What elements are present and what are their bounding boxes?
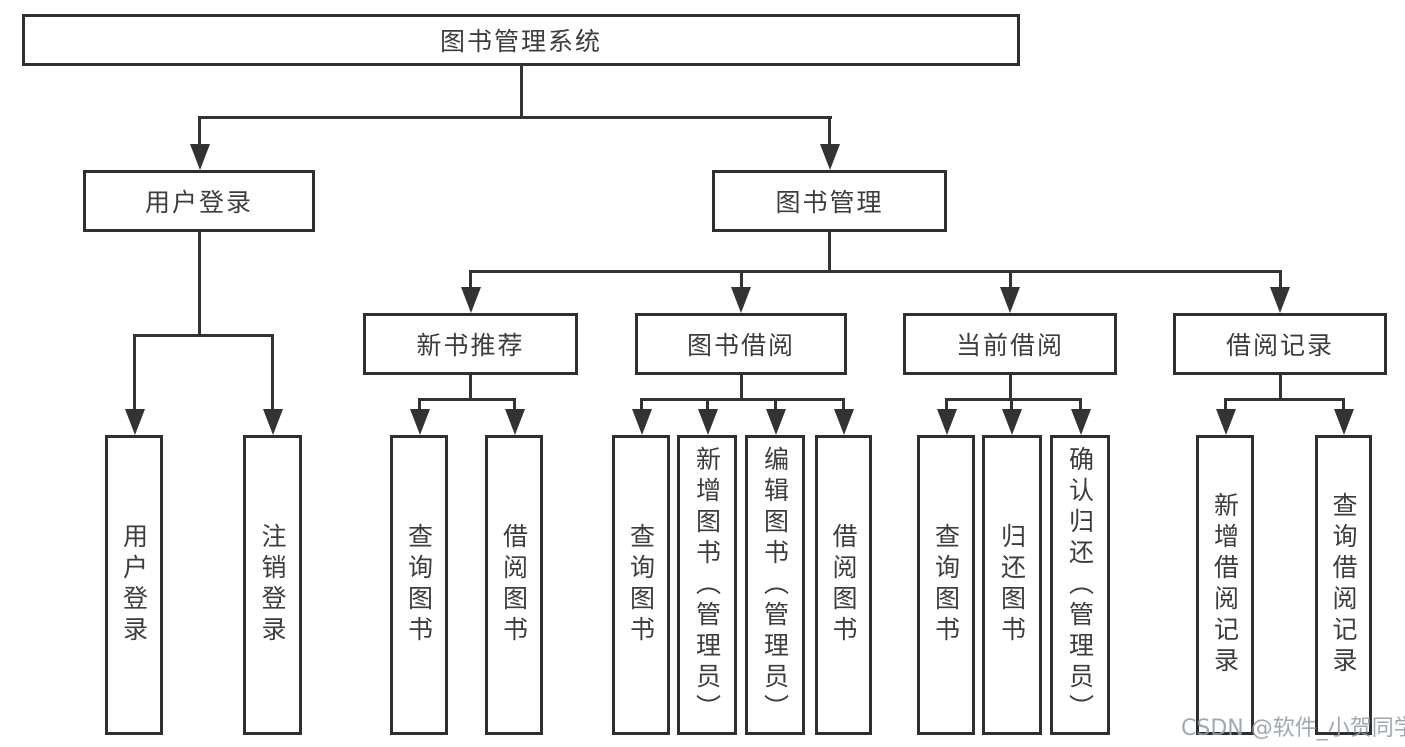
leaf-label: 借阅图书 <box>499 523 529 647</box>
node-leaf-rec-query-books: 查询图书 <box>390 435 448 735</box>
connector-line <box>1224 398 1345 401</box>
leaf-label: 查询图书 <box>931 523 961 647</box>
connector-arrowhead <box>263 409 283 435</box>
connector-line <box>1279 270 1282 289</box>
connector-line <box>418 398 516 401</box>
connector-line <box>1010 398 1013 412</box>
connector-line <box>740 375 743 401</box>
connector-arrowhead <box>190 144 210 170</box>
node-borrow-records-label: 借阅记录 <box>1225 331 1334 360</box>
node-leaf-rec-borrow-books: 借阅图书 <box>485 435 543 735</box>
connector-line <box>1079 398 1082 412</box>
connector-arrowhead <box>1071 409 1091 435</box>
connector-arrowhead <box>937 409 957 435</box>
connector-arrowhead <box>1216 409 1236 435</box>
connector-line <box>520 64 523 118</box>
node-leaf-user-login: 用户登录 <box>105 435 163 735</box>
connector-line <box>198 232 201 337</box>
connector-arrowhead <box>410 409 430 435</box>
node-leaf-return-books: 归还图书 <box>982 435 1042 735</box>
connector-line <box>945 398 948 412</box>
connector-line <box>640 398 643 412</box>
connector-line <box>1009 375 1012 401</box>
node-leaf-add-books-admin: 新增图书（管理员） <box>677 435 737 735</box>
connector-arrowhead <box>820 144 840 170</box>
node-user-login: 用户登录 <box>83 170 315 232</box>
connector-line <box>271 334 274 411</box>
connector-line <box>469 375 472 401</box>
node-new-book-rec-label: 新书推荐 <box>416 331 525 360</box>
node-current-borrow-label: 当前借阅 <box>955 331 1064 360</box>
leaf-label: 用户登录 <box>119 523 149 647</box>
node-book-mgmt-label: 图书管理 <box>775 188 884 217</box>
connector-arrowhead <box>731 287 751 313</box>
node-root-label: 图书管理系统 <box>439 27 602 56</box>
node-root: 图书管理系统 <box>22 14 1020 66</box>
connector-arrowhead <box>1270 287 1290 313</box>
node-leaf-edit-books-admin: 编辑图书（管理员） <box>745 435 805 735</box>
connector-arrowhead <box>461 287 481 313</box>
connector-line <box>1342 398 1345 412</box>
connector-line <box>133 334 136 411</box>
connector-line <box>198 116 832 119</box>
connector-line <box>1009 270 1012 289</box>
connector-line <box>469 270 1282 273</box>
connector-arrowhead <box>766 409 786 435</box>
connector-line <box>1279 375 1282 401</box>
leaf-label: 查询图书 <box>626 523 656 647</box>
leaf-label: 查询图书 <box>404 523 434 647</box>
node-book-borrow-label: 图书借阅 <box>686 331 795 360</box>
connector-line <box>1224 398 1227 412</box>
connector-arrowhead <box>1000 287 1020 313</box>
node-leaf-current-query-books: 查询图书 <box>917 435 975 735</box>
connector-line <box>133 334 274 337</box>
connector-line <box>740 270 743 289</box>
leaf-label: 新增图书（管理员） <box>692 445 722 725</box>
connector-line <box>828 116 831 147</box>
connector-arrowhead <box>125 409 145 435</box>
connector-arrowhead <box>1334 409 1354 435</box>
connector-line <box>842 398 845 412</box>
connector-arrowhead <box>1002 409 1022 435</box>
node-leaf-query-borrow-record: 查询借阅记录 <box>1315 435 1372 735</box>
connector-line <box>469 270 472 289</box>
node-user-login-label: 用户登录 <box>144 188 253 217</box>
leaf-label: 借阅图书 <box>829 523 858 647</box>
node-leaf-borrow-books: 借阅图书 <box>815 435 872 735</box>
leaf-label: 注销登录 <box>258 523 287 647</box>
node-book-borrow: 图书借阅 <box>635 313 847 375</box>
leaf-label: 归还图书 <box>997 523 1027 647</box>
connector-line <box>418 398 421 412</box>
connector-arrowhead <box>834 409 854 435</box>
connector-line <box>513 398 516 412</box>
node-current-borrow: 当前借阅 <box>903 313 1117 375</box>
node-leaf-logout: 注销登录 <box>243 435 302 735</box>
leaf-label: 确认归还（管理员） <box>1065 445 1095 725</box>
node-leaf-confirm-return-admin: 确认归还（管理员） <box>1050 435 1110 735</box>
leaf-label: 编辑图书（管理员） <box>760 445 790 725</box>
connector-arrowhead <box>505 409 525 435</box>
connector-line <box>706 398 709 412</box>
connector-line <box>198 116 201 147</box>
node-borrow-records: 借阅记录 <box>1173 313 1387 375</box>
leaf-label: 新增借阅记录 <box>1210 492 1240 678</box>
connector-line <box>774 398 777 412</box>
connector-line <box>945 398 1082 401</box>
csdn-watermark: CSDN @软件_小贺同学 <box>1181 716 1405 741</box>
leaf-label: 查询借阅记录 <box>1329 492 1358 678</box>
connector-arrowhead <box>698 409 718 435</box>
node-leaf-borrow-query-books: 查询图书 <box>612 435 670 735</box>
node-new-book-rec: 新书推荐 <box>363 313 578 375</box>
node-leaf-add-borrow-record: 新增借阅记录 <box>1196 435 1254 735</box>
connector-line <box>828 232 831 273</box>
node-book-mgmt: 图书管理 <box>712 170 947 232</box>
connector-line <box>640 398 844 401</box>
connector-arrowhead <box>632 409 652 435</box>
